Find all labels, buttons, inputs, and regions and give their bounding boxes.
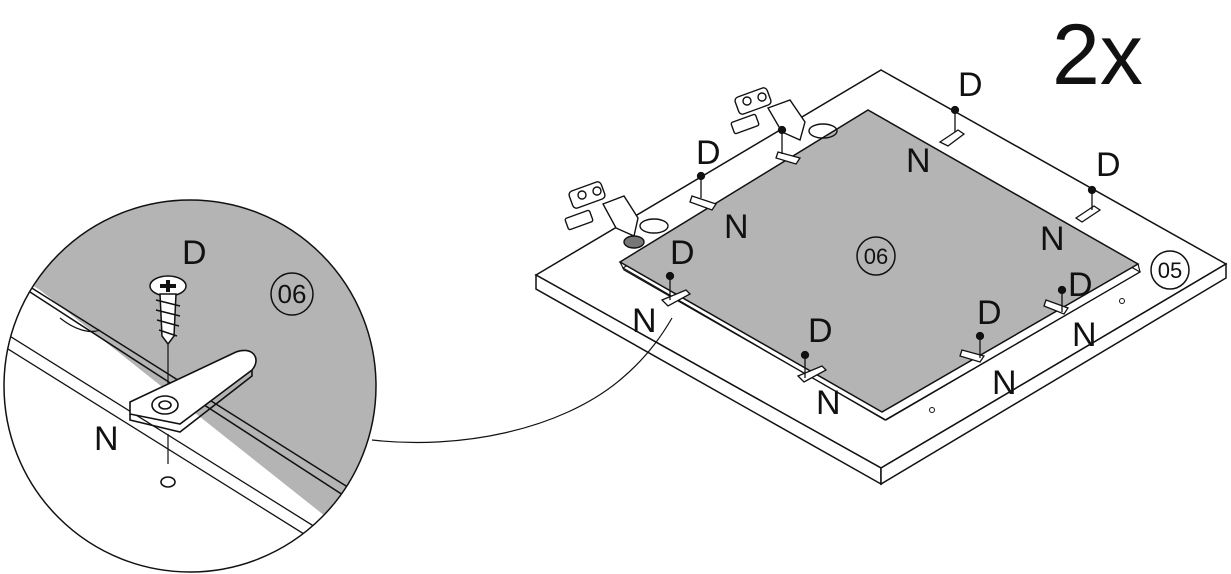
screw-labels: D D D D D D D xyxy=(670,66,1121,350)
door-panel xyxy=(618,109,1142,421)
clip-icon xyxy=(129,349,257,488)
detail-screw-label: D xyxy=(182,234,207,272)
clip-label: N xyxy=(632,302,657,340)
quantity-label: 2x xyxy=(1052,7,1143,103)
detail-door-part-number: 06 xyxy=(278,279,307,309)
clip-label: N xyxy=(1072,316,1097,354)
hinge-top xyxy=(730,87,838,141)
door-part-number: 06 xyxy=(864,244,888,269)
screw-label: D xyxy=(808,312,833,350)
clip-label: N xyxy=(992,364,1017,402)
screw-label: D xyxy=(696,134,721,172)
detail-view: D N 06 xyxy=(3,199,377,573)
screw-icon xyxy=(149,275,187,392)
hinge-left xyxy=(564,181,669,249)
panel-part-number: 05 xyxy=(1158,258,1182,283)
screw-label: D xyxy=(670,234,695,272)
clip-label: N xyxy=(724,208,749,246)
clip-label: N xyxy=(816,384,841,422)
clip-label: N xyxy=(906,142,931,180)
clip-label: N xyxy=(1040,220,1065,258)
screw-label: D xyxy=(977,294,1002,332)
screw-label: D xyxy=(1068,266,1093,304)
fixing-points xyxy=(660,105,1102,383)
clip-labels: N N N N N N N xyxy=(632,142,1097,422)
screw-label: D xyxy=(1096,146,1121,184)
detail-part-circle xyxy=(270,272,314,316)
screw-label: D xyxy=(958,66,983,104)
detail-clip-label: N xyxy=(94,420,119,458)
part-callout-door: 06 xyxy=(856,236,896,276)
part-callout-panel: 05 xyxy=(1150,250,1190,290)
detail-leader-line xyxy=(371,317,673,444)
